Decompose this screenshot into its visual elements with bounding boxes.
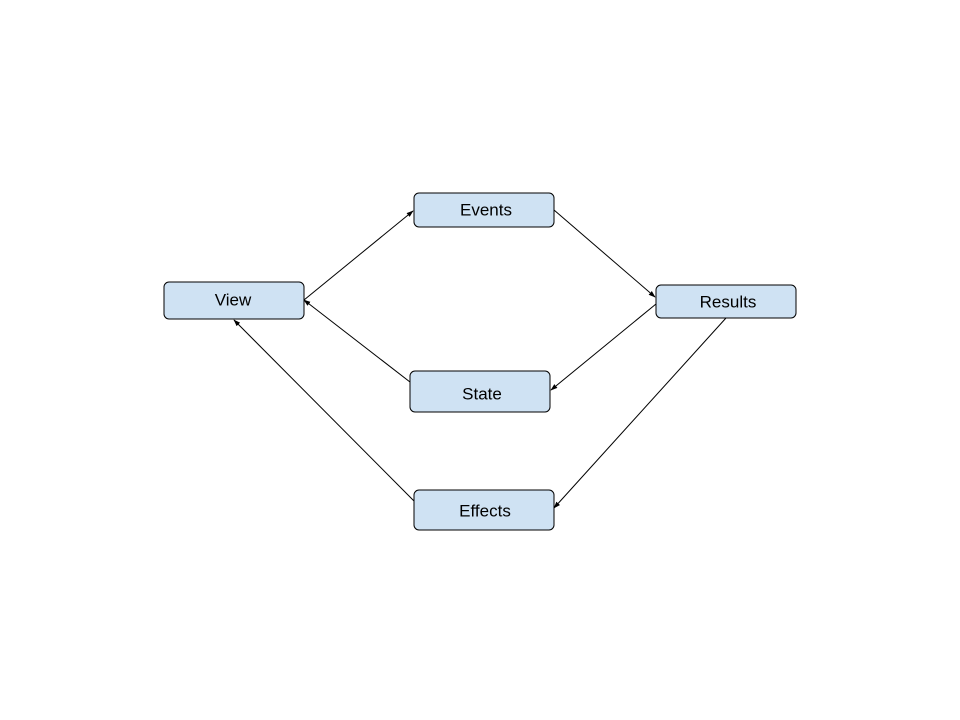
node-view-box	[163, 281, 305, 320]
edge-events-to-results	[553, 209, 656, 298]
node-effects: Effects	[413, 489, 555, 531]
edge-results-to-state	[550, 303, 657, 391]
node-events-label: Events	[460, 201, 512, 220]
node-state-label: State	[462, 385, 502, 404]
edge-state-to-view	[303, 299, 411, 383]
node-results: Results	[655, 284, 797, 319]
edges	[233, 209, 727, 509]
node-state-box	[409, 370, 551, 413]
edge-view-to-events	[303, 210, 414, 301]
node-events: Events	[413, 192, 555, 228]
edge-effects-to-view	[233, 319, 415, 502]
node-view: View	[163, 281, 305, 320]
node-results-box	[655, 284, 797, 319]
node-view-label: View	[215, 291, 252, 310]
node-state: State	[409, 370, 551, 413]
edge-results-to-effects	[553, 317, 727, 509]
node-effects-box	[413, 489, 555, 531]
node-results-label: Results	[700, 293, 757, 312]
node-events-box	[413, 192, 555, 228]
node-effects-label: Effects	[459, 502, 511, 521]
